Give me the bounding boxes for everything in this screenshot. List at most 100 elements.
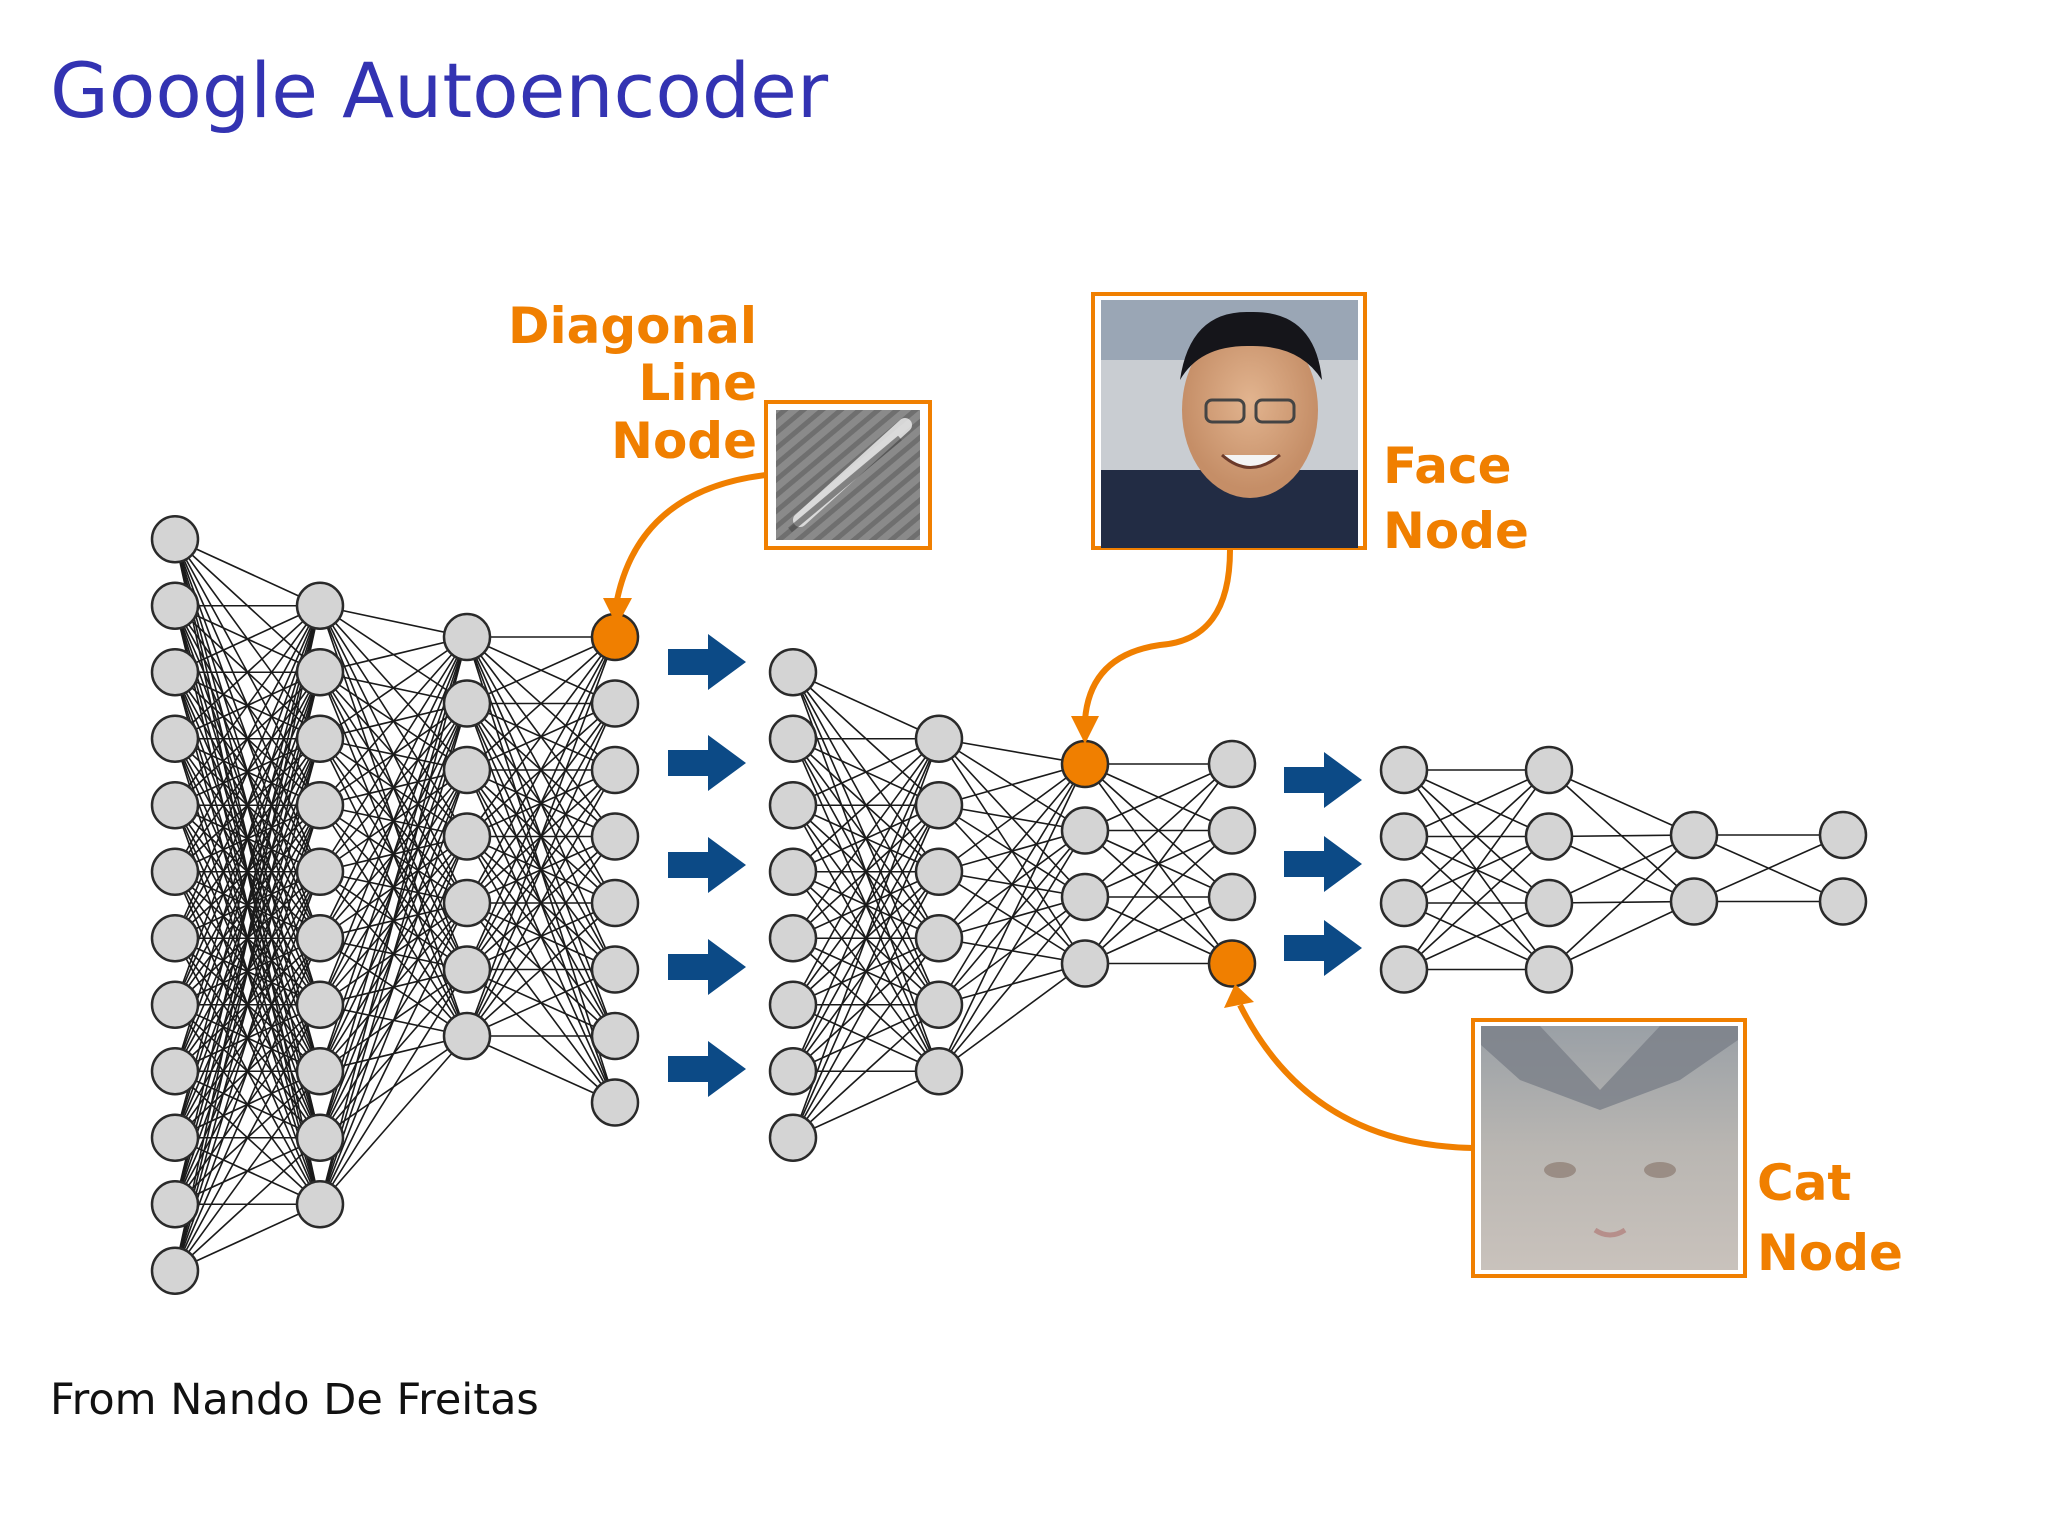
network-node bbox=[150, 847, 200, 896]
network-node bbox=[150, 648, 200, 697]
network-node bbox=[150, 914, 200, 963]
network-node bbox=[914, 980, 964, 1029]
diagonal-label-line3: Node bbox=[611, 412, 757, 470]
network-node bbox=[442, 945, 492, 994]
connection-line bbox=[1084, 829, 1233, 965]
connection-line bbox=[938, 763, 1086, 939]
network-node bbox=[150, 1113, 200, 1162]
pointer-arrowheads bbox=[603, 598, 1254, 1008]
network-node bbox=[590, 745, 640, 795]
network-node bbox=[442, 812, 492, 861]
network-node bbox=[150, 781, 200, 830]
connection-line bbox=[319, 636, 468, 674]
pointer-arrows bbox=[614, 472, 1474, 1151]
network-node bbox=[768, 648, 818, 697]
connection-line bbox=[792, 738, 940, 1072]
network-node bbox=[150, 1180, 200, 1229]
network-node bbox=[1669, 877, 1719, 926]
connection-line bbox=[466, 636, 616, 837]
network-node bbox=[295, 914, 345, 963]
network-node bbox=[295, 980, 345, 1029]
network-node bbox=[1379, 745, 1429, 795]
network-node bbox=[1207, 872, 1257, 922]
connection-line bbox=[938, 830, 1086, 1072]
connection-line bbox=[319, 636, 468, 806]
network-node bbox=[442, 679, 492, 728]
slide-title: Google Autoencoder bbox=[50, 46, 829, 135]
network-node bbox=[442, 745, 492, 795]
network-node bbox=[768, 1047, 818, 1096]
diagonal-feature-image bbox=[764, 400, 932, 550]
connection-line bbox=[1403, 902, 1550, 971]
network-node bbox=[442, 878, 492, 928]
connection-line bbox=[1548, 769, 1695, 836]
connection-line bbox=[1084, 763, 1233, 898]
connection-line bbox=[174, 605, 321, 673]
connection-line bbox=[466, 636, 616, 970]
connection-line bbox=[319, 636, 468, 740]
network-node bbox=[150, 714, 200, 763]
connection-line bbox=[792, 738, 940, 1139]
flow-arrow-icon bbox=[1284, 836, 1362, 892]
network-node bbox=[1818, 877, 1868, 926]
network-node bbox=[295, 1180, 345, 1229]
connection-line bbox=[466, 703, 616, 1037]
connection-line bbox=[319, 902, 468, 1205]
connection-line bbox=[466, 769, 616, 1037]
network-node bbox=[295, 648, 345, 697]
connection-line bbox=[319, 1035, 468, 1205]
connection-line bbox=[1403, 769, 1550, 970]
connection-line bbox=[938, 763, 1086, 807]
highlighted-node bbox=[1207, 939, 1257, 988]
connection-line bbox=[792, 738, 940, 1006]
connection-line bbox=[174, 605, 321, 1271]
network-node bbox=[914, 714, 964, 763]
network-node bbox=[150, 515, 200, 564]
network-node bbox=[1207, 739, 1257, 789]
connection-line bbox=[466, 836, 616, 1037]
connection-line bbox=[174, 805, 321, 1271]
connection-line bbox=[466, 902, 616, 1037]
flow-arrow-icon bbox=[668, 939, 746, 995]
flow-arrow-icon bbox=[668, 1041, 746, 1097]
connection-line bbox=[792, 738, 940, 939]
credit-text: From Nando De Freitas bbox=[50, 1375, 539, 1425]
connection-line bbox=[319, 636, 468, 1006]
network-node bbox=[768, 714, 818, 763]
network-node bbox=[914, 781, 964, 830]
network-node bbox=[590, 812, 640, 861]
network-node bbox=[1060, 806, 1110, 855]
connection-line bbox=[938, 763, 1086, 1072]
network-node bbox=[295, 714, 345, 763]
connection-line bbox=[938, 962, 1086, 1072]
network-node bbox=[1060, 939, 1110, 988]
network-node bbox=[914, 1047, 964, 1096]
network-node bbox=[295, 781, 345, 830]
network-node bbox=[914, 914, 964, 963]
connection-line bbox=[792, 738, 940, 806]
connection-line bbox=[1403, 769, 1550, 904]
network-node bbox=[1379, 878, 1429, 928]
network-node bbox=[1524, 945, 1574, 994]
connection-line bbox=[466, 636, 616, 904]
network-node bbox=[768, 1113, 818, 1162]
network-node bbox=[295, 847, 345, 896]
connection-line bbox=[466, 1035, 616, 1104]
network-node bbox=[590, 1011, 640, 1061]
network-node bbox=[1524, 745, 1574, 795]
connection-line bbox=[174, 1203, 321, 1272]
connection-line bbox=[174, 738, 321, 1271]
network-node bbox=[768, 847, 818, 896]
network-node bbox=[768, 980, 818, 1029]
connection-line bbox=[174, 1070, 321, 1272]
connection-line bbox=[1693, 834, 1844, 903]
connection-line bbox=[1084, 763, 1233, 832]
connection-line bbox=[466, 636, 616, 705]
network-node bbox=[1379, 945, 1429, 994]
network-node bbox=[295, 1113, 345, 1162]
connection-line bbox=[174, 672, 321, 1271]
network-node bbox=[590, 679, 640, 728]
network-node bbox=[914, 847, 964, 896]
connection-line bbox=[466, 636, 616, 771]
connection-line bbox=[174, 605, 321, 1205]
